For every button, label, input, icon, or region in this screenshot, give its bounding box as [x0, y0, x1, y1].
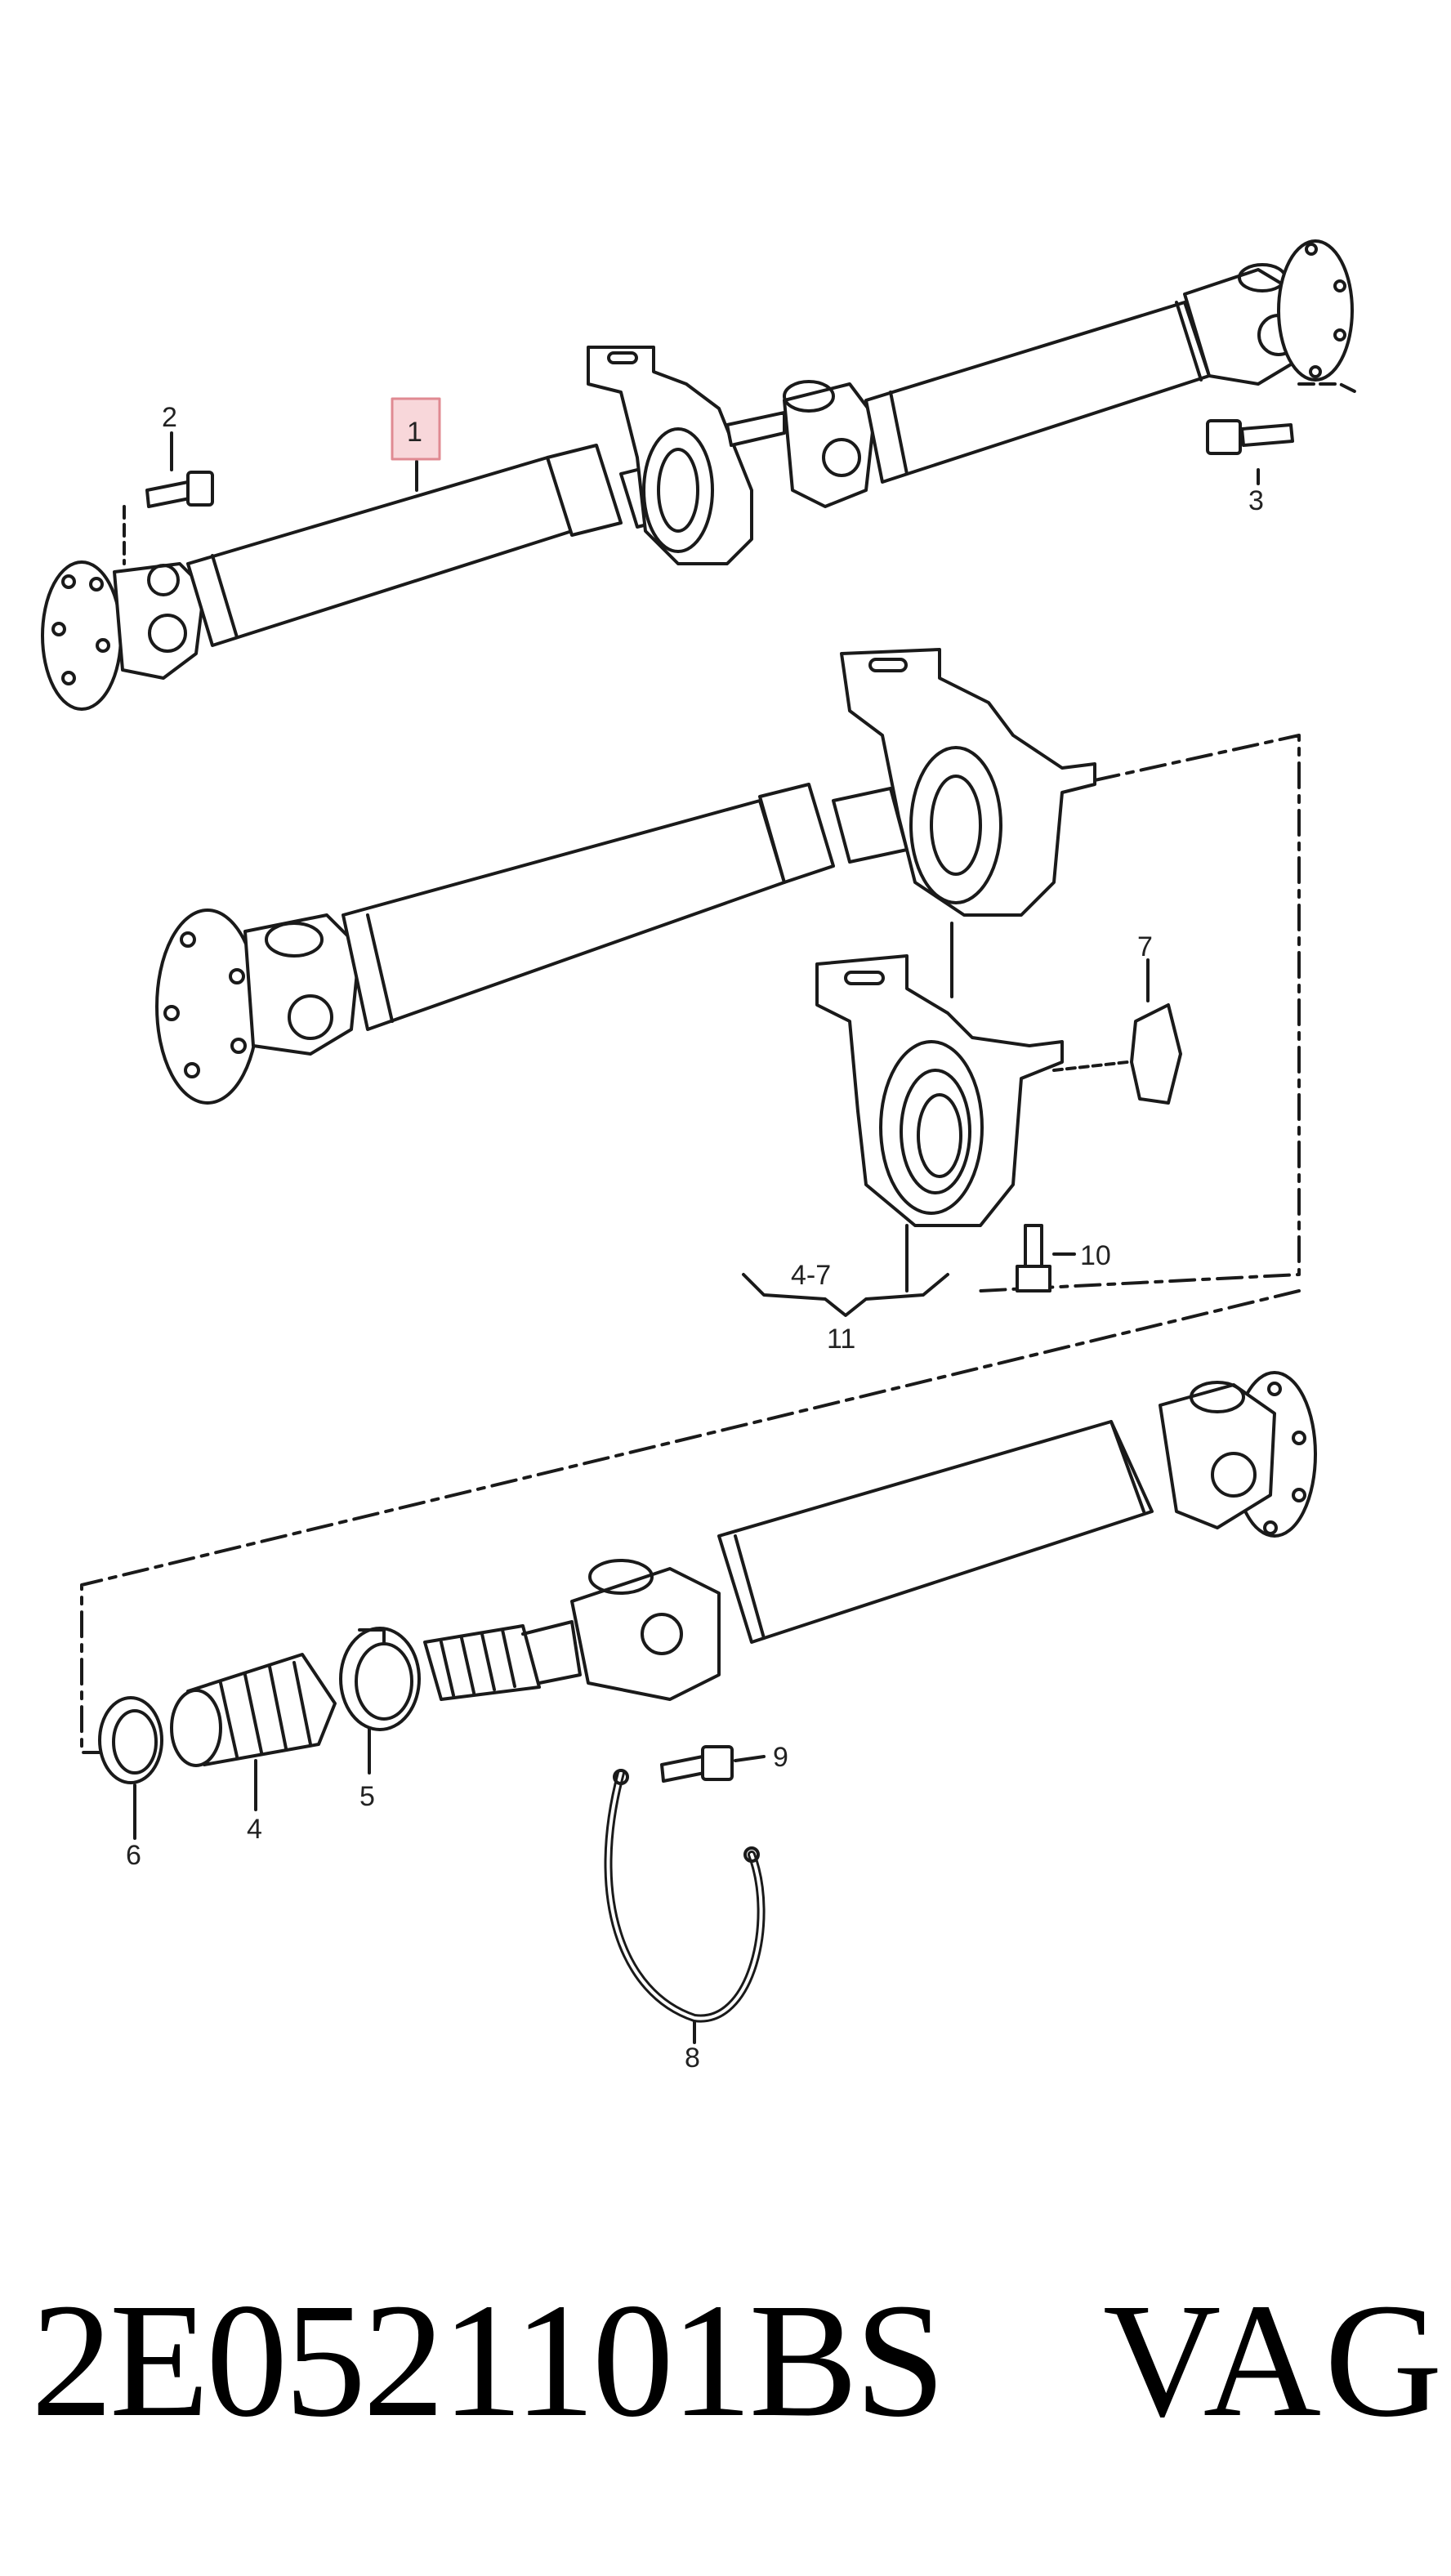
rear-tube	[864, 301, 1211, 484]
callout-11: 11	[827, 1324, 855, 1355]
rear-shaft-section	[80, 1289, 1317, 1754]
callout-3: 3	[1248, 485, 1264, 516]
left-flange	[41, 560, 123, 711]
strap-8	[604, 1769, 766, 2044]
retaining-washer-7	[1130, 958, 1182, 1105]
callout-1-highlight	[391, 397, 441, 461]
callout-6: 6	[126, 1840, 141, 1871]
front-shaft-section	[155, 648, 1301, 1292]
front-tube	[186, 456, 574, 647]
callout-1: 1	[407, 417, 422, 448]
left-universal-joint	[113, 562, 206, 680]
bolt-3	[1206, 419, 1294, 455]
bolt-9	[660, 1745, 766, 1783]
center-bearing-bracket	[815, 954, 1129, 1227]
assembly-brace	[742, 1273, 949, 1317]
part-number: 2E0521101BS	[31, 2270, 945, 2451]
callout-8: 8	[685, 2042, 700, 2074]
callout-9: 9	[773, 1742, 788, 1773]
rubber-boot-4	[170, 1653, 337, 1811]
propeller-shaft-assembly	[41, 239, 1358, 711]
brand-name: VAG	[1103, 2270, 1446, 2451]
callout-2: 2	[162, 402, 177, 433]
callout-10: 10	[1080, 1240, 1111, 1271]
right-flange	[1277, 239, 1354, 382]
clamp-5	[339, 1627, 421, 1775]
exploded-parts-diagram: 1 2 3 7 10 4-7 11 9 5 4 6 8	[41, 239, 1358, 2074]
callout-7: 7	[1137, 931, 1153, 962]
bolt-10	[1016, 1224, 1076, 1292]
clamp-6	[98, 1696, 163, 1840]
callout-4: 4	[247, 1814, 262, 1845]
callout-5: 5	[359, 1781, 375, 1812]
callout-4-7: 4-7	[791, 1260, 831, 1291]
bolt-2	[123, 471, 214, 565]
